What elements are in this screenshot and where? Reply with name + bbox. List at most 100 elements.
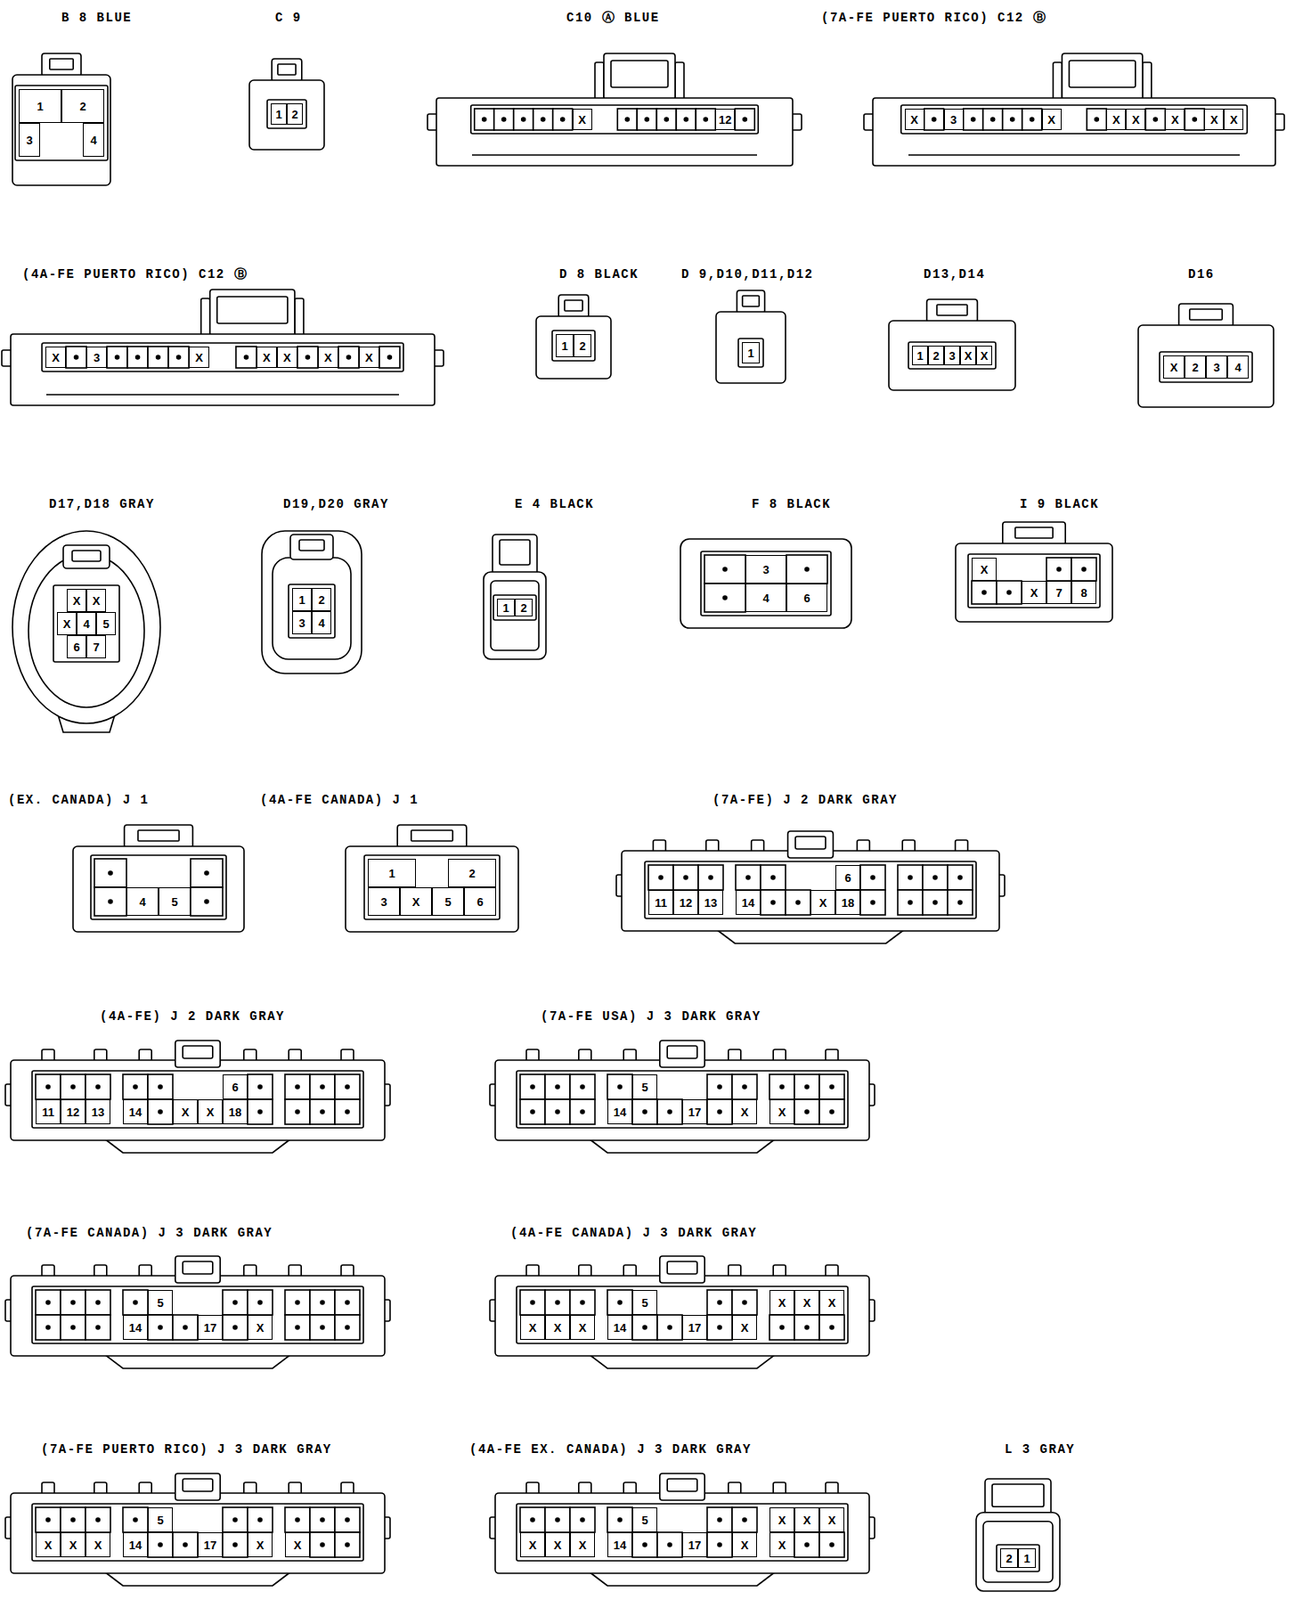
pin-number: X <box>206 1106 215 1118</box>
pin-cell: X <box>960 345 977 366</box>
pin-dot <box>579 1516 586 1523</box>
pin-number: X <box>828 1514 837 1526</box>
connector-latch <box>277 64 296 75</box>
pin-number: 3 <box>380 895 387 908</box>
housing-outline <box>10 1275 385 1356</box>
pin-dot <box>829 1324 835 1330</box>
pin-cell <box>85 1074 111 1100</box>
pin-cell <box>707 1531 733 1557</box>
connector-housing <box>0 1225 403 1383</box>
housing-line <box>908 154 1240 156</box>
connector-latch <box>558 294 589 318</box>
pin-cell: X <box>197 1099 223 1124</box>
pin-number: X <box>964 350 973 362</box>
pin-dot <box>344 1516 351 1523</box>
connector-latch <box>175 1473 220 1500</box>
pin-cell <box>379 346 400 368</box>
pin-number: 2 <box>932 350 939 362</box>
pin-cell: 2 <box>514 598 533 617</box>
pin-cell: X <box>35 1531 61 1557</box>
pin-number: 2 <box>291 108 298 121</box>
connector-post <box>1142 62 1152 100</box>
pin-cell <box>334 1506 360 1532</box>
connector-latch <box>788 830 834 858</box>
pin-cell <box>106 346 128 368</box>
pin-number: X <box>1030 586 1039 599</box>
pin-dot <box>617 1299 623 1305</box>
pin-cell: 1 <box>292 587 312 611</box>
pin-dot <box>157 1083 163 1090</box>
connector-label: D13,D14 <box>923 267 986 283</box>
pin-frame <box>267 99 307 129</box>
pin-cell <box>819 1074 845 1100</box>
pin-dot <box>554 1516 561 1523</box>
pin-cell <box>785 889 811 915</box>
connector-latch <box>299 539 325 551</box>
pin-cell: 17 <box>682 1314 708 1340</box>
pin-dot <box>45 1083 51 1090</box>
pin-dot <box>135 354 141 360</box>
pin-cell: X <box>247 1314 273 1340</box>
pin-cell <box>707 1074 733 1100</box>
pin-dot <box>804 1083 810 1090</box>
pin-cell <box>675 108 696 131</box>
pin-cell: X <box>1021 580 1047 604</box>
pin-frame <box>644 861 977 919</box>
pin-number: X <box>1112 114 1121 126</box>
pin-cell <box>297 346 318 368</box>
pin-cell: 5 <box>632 1289 658 1315</box>
pin-number: X <box>283 351 292 364</box>
pin-cell: 5 <box>147 1506 173 1532</box>
connector: (7A-FE PUERTO RICO) C12 ⒷX3XXXXXX <box>821 10 1294 193</box>
pin-cell <box>147 346 169 368</box>
pin-cell <box>122 1506 148 1532</box>
pin-dot <box>554 1299 561 1305</box>
connector-housing <box>681 267 818 410</box>
connector: D 8 BLACK12 <box>523 267 643 406</box>
pin-cell: 5 <box>147 1289 173 1315</box>
pin-cell <box>707 1506 733 1532</box>
pin-cell <box>533 108 554 131</box>
pin-cell: X <box>570 1314 595 1340</box>
pin-cell: 14 <box>735 889 761 915</box>
connector-latch <box>659 1473 705 1500</box>
pin-cell <box>222 1506 248 1532</box>
connector-label: (7A-FE PUERTO RICO) C12 Ⓑ <box>821 10 1047 26</box>
pin-cell: 18 <box>835 889 861 915</box>
pin-number: 6 <box>844 871 851 884</box>
pin-cell <box>732 1506 758 1532</box>
pin-number: 17 <box>203 1321 217 1334</box>
pin-cell: 4 <box>1227 355 1249 379</box>
connector: E 4 BLACK12 <box>471 496 598 686</box>
pin-dot <box>501 116 507 123</box>
pin-cell: X <box>971 557 997 581</box>
pin-cell <box>734 108 755 131</box>
connector-latch <box>182 1045 213 1059</box>
connector-latch <box>175 1040 220 1067</box>
pin-cell <box>632 1531 658 1557</box>
connector-label: (7A-FE USA) J 3 DARK GRAY <box>540 1009 762 1025</box>
pin-cell <box>971 580 997 604</box>
pin-cell <box>513 108 534 131</box>
pin-dot <box>294 1516 301 1523</box>
pin-number: 1 <box>747 347 754 359</box>
pin-cell <box>85 1506 111 1532</box>
pin-cell <box>60 1506 86 1532</box>
pin-dot <box>870 899 876 905</box>
connector: (4A-FE CANADA) J 1123X56 <box>260 792 537 959</box>
pin-dot <box>716 1108 723 1115</box>
pin-cell: X <box>819 1289 845 1315</box>
housing-outline <box>73 846 245 932</box>
pin-dot <box>644 116 651 123</box>
pin-cell: X <box>732 1314 758 1340</box>
pin-cell <box>147 1099 173 1124</box>
pin-cell: 4 <box>76 611 97 636</box>
pin-cell <box>819 1531 845 1557</box>
pin-dot <box>804 1108 810 1115</box>
pin-dot <box>232 1541 238 1548</box>
pin-cell: 1 <box>496 598 515 617</box>
connector-latch <box>41 53 82 77</box>
pin-dot <box>981 589 987 595</box>
housing-outline <box>680 538 852 628</box>
pin-cell <box>247 1099 273 1124</box>
